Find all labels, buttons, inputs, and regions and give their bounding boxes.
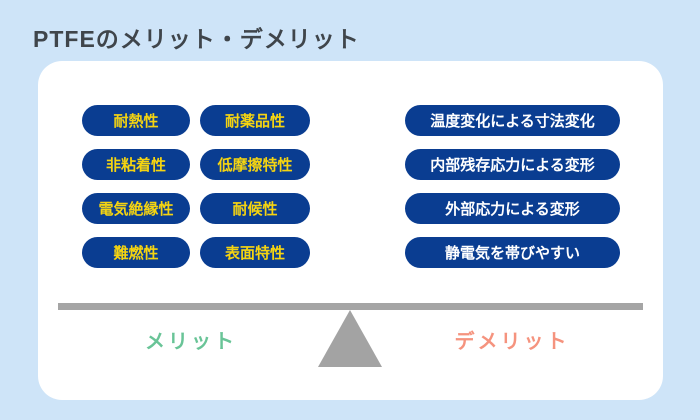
page-title: PTFEのメリット・デメリット [33,26,360,52]
seesaw-beam [58,303,643,310]
merit-pill: 低摩擦特性 [200,149,310,180]
merit-pill: 非粘着性 [82,149,190,180]
merit-pill: 表面特性 [200,237,310,268]
content-card: 耐熱性 耐薬品性 非粘着性 低摩擦特性 電気絶縁性 耐候性 難燃性 表面特性 温… [38,61,663,400]
demerit-pill: 外部応力による変形 [405,193,620,224]
merit-pill: 耐候性 [200,193,310,224]
merit-pill: 電気絶縁性 [82,193,190,224]
demerit-pill: 静電気を帯びやすい [405,237,620,268]
merit-side-label: メリット [145,331,237,353]
seesaw-fulcrum-triangle-icon [318,310,382,367]
demerit-pill: 内部残存応力による変形 [405,149,620,180]
merit-pill: 耐薬品性 [200,105,310,136]
demerit-pill: 温度変化による寸法変化 [405,105,620,136]
demerit-side-label: デメリット [454,331,570,353]
merit-pill: 耐熱性 [82,105,190,136]
merit-pill: 難燃性 [82,237,190,268]
